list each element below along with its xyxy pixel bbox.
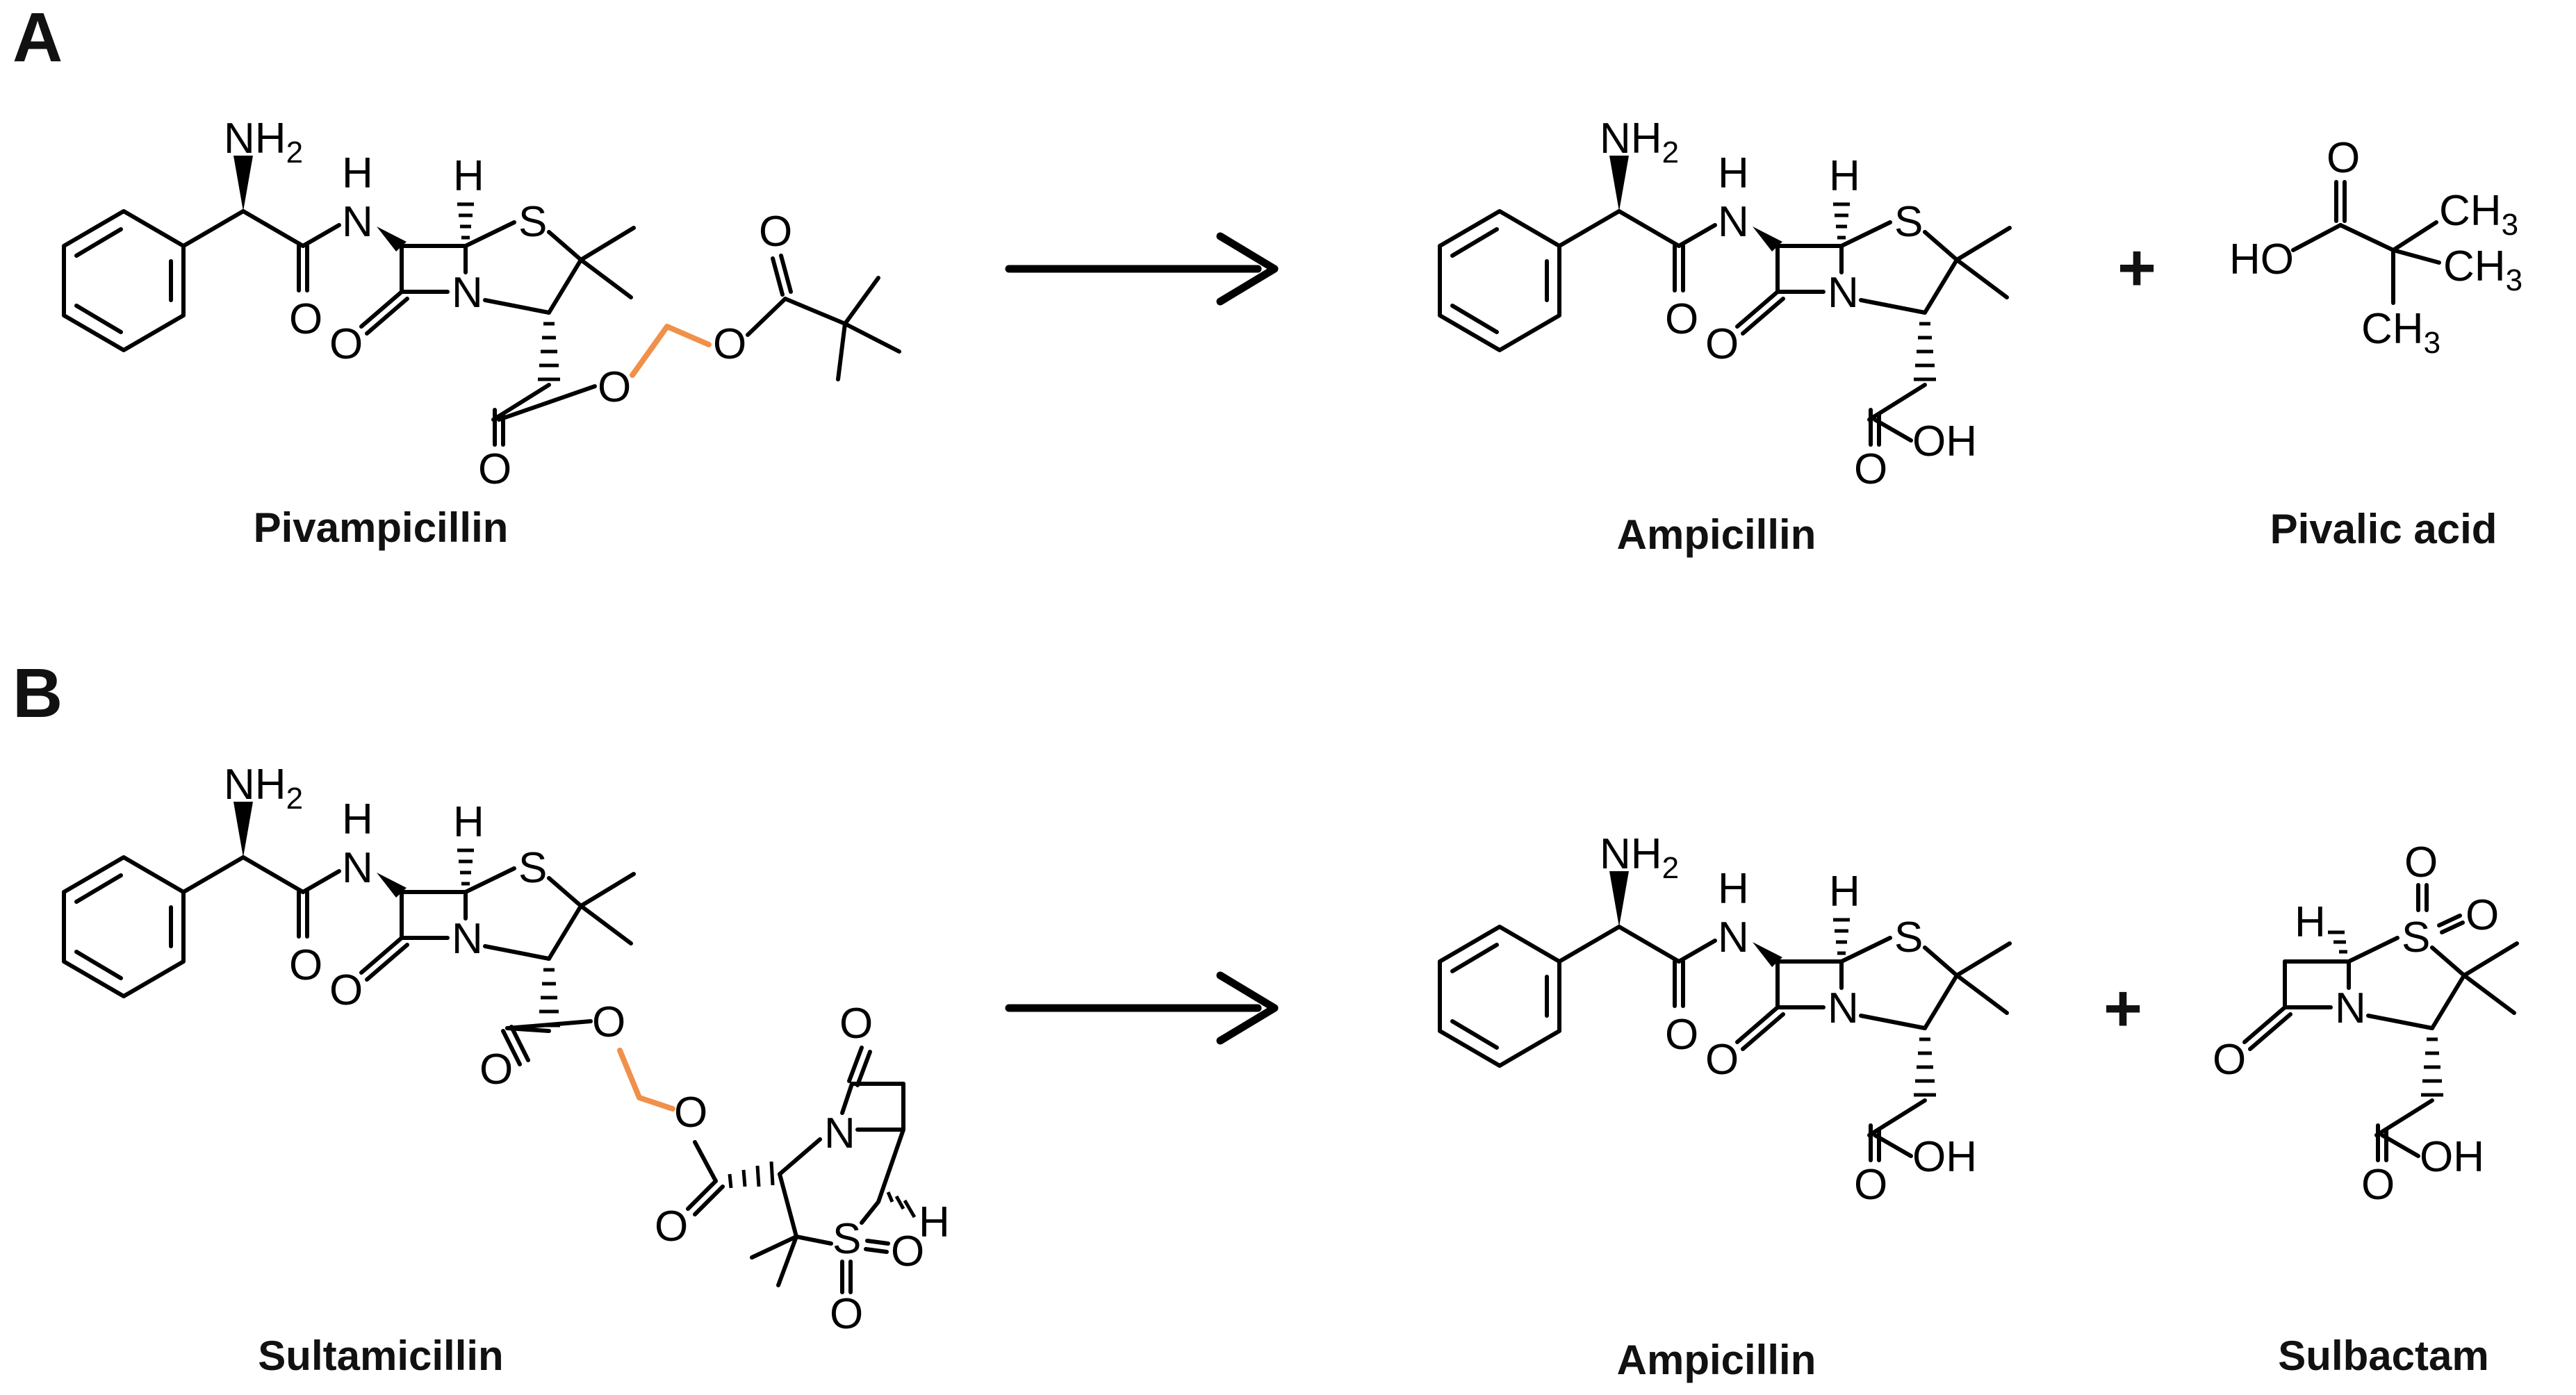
panel-a: A O O O O Pivampicillin — [13, 0, 2522, 558]
pivalic-acid-name: Pivalic acid — [2270, 506, 2497, 552]
svg-text:O: O — [830, 1290, 863, 1338]
svg-text:O: O — [655, 1203, 688, 1250]
svg-text:O: O — [891, 1228, 924, 1276]
sulbactam-structure — [2213, 839, 2517, 1209]
reaction-arrow-a — [1005, 232, 1279, 306]
svg-text:O: O — [839, 1000, 873, 1048]
reaction-arrow-b — [1005, 971, 1279, 1045]
svg-text:S: S — [832, 1215, 861, 1263]
svg-text:O: O — [2327, 134, 2360, 182]
svg-text:H: H — [919, 1198, 950, 1246]
ampicillin-name-b: Ampicillin — [1617, 1337, 1816, 1383]
ampicillin-structure-a — [1440, 115, 2010, 493]
svg-text:O: O — [759, 208, 792, 256]
svg-text:O: O — [479, 1046, 513, 1093]
panel-b: B O O O O N — [13, 654, 2517, 1383]
panel-b-label: B — [13, 654, 63, 732]
pivalic-acid-structure: HO O CH3 CH3 CH3 — [2229, 134, 2522, 360]
svg-text:O: O — [674, 1089, 707, 1137]
plus-sign-a: + — [2117, 231, 2156, 305]
sultamicillin-structure: O O O O N O — [64, 761, 950, 1338]
svg-text:O: O — [592, 998, 625, 1046]
ampicillin-name-a: Ampicillin — [1617, 511, 1816, 558]
pivampicillin-structure: O O O O — [64, 115, 901, 493]
svg-text:CH3: CH3 — [2439, 187, 2518, 242]
svg-text:O: O — [713, 320, 746, 368]
panel-a-label: A — [13, 0, 63, 76]
pivampicillin-name: Pivampicillin — [254, 504, 509, 551]
svg-text:CH3: CH3 — [2361, 305, 2440, 360]
svg-text:O: O — [478, 445, 511, 493]
sultamicillin-name: Sultamicillin — [258, 1332, 503, 1379]
svg-text:O: O — [598, 363, 631, 411]
svg-text:HO: HO — [2229, 236, 2294, 283]
svg-text:CH3: CH3 — [2443, 242, 2522, 297]
sulbactam-name: Sulbactam — [2278, 1332, 2488, 1379]
svg-text:N: N — [824, 1109, 855, 1157]
ampicillin-structure-b — [1440, 830, 2010, 1209]
plus-sign-b: + — [2103, 971, 2142, 1046]
